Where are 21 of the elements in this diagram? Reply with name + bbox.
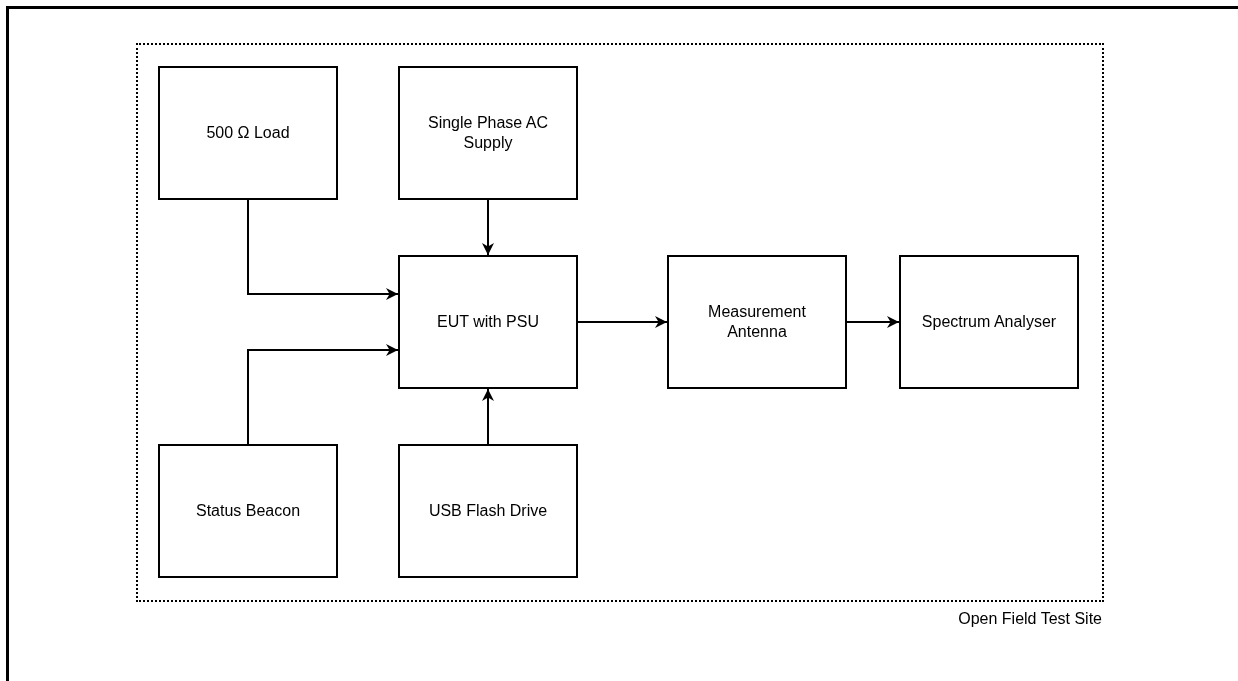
equipment-box: [158, 444, 338, 578]
arrow: [482, 199, 494, 256]
equipment-label: Status Beacon: [194, 501, 302, 521]
equipment-box: [899, 255, 1079, 389]
arrow: [247, 199, 399, 300]
equipment-box: [398, 255, 578, 389]
arrow: [482, 388, 494, 445]
equipment-box: [398, 66, 578, 200]
arrow: [247, 344, 399, 445]
equipment-label: Single Phase AC Supply: [426, 113, 550, 153]
equipment-box: [158, 66, 338, 200]
equipment-label: USB Flash Drive: [427, 501, 549, 521]
equipment-label: 500 Ω Load: [205, 123, 291, 143]
equipment-label: EUT with PSU: [436, 312, 540, 332]
site-label: Open Field Test Site: [958, 610, 1102, 628]
arrow: [846, 316, 900, 328]
arrow: [577, 316, 668, 328]
equipment-box: [398, 444, 578, 578]
equipment-label: Measurement Antenna: [707, 302, 807, 342]
equipment-label: Spectrum Analyser: [920, 312, 1058, 332]
equipment-box: [667, 255, 847, 389]
